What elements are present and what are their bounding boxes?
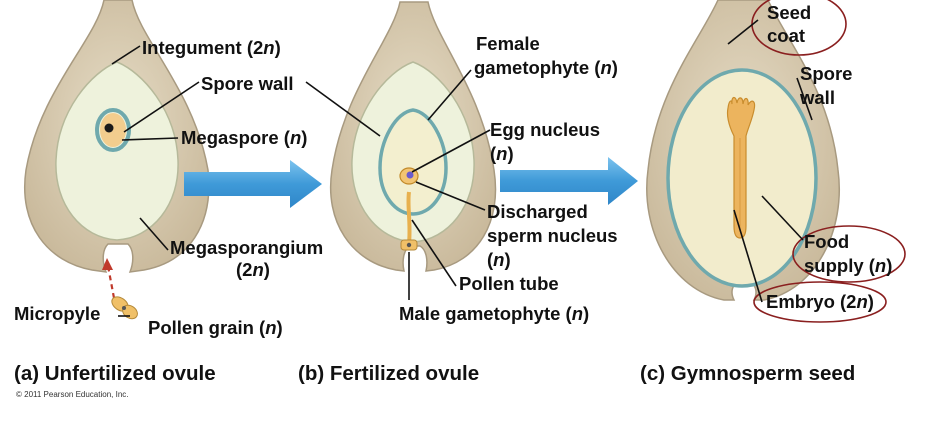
process-arrow-2 bbox=[500, 157, 638, 205]
label-integument: Integument (2n) bbox=[142, 37, 281, 58]
label-megasporangium-line2: (2n) bbox=[236, 259, 270, 280]
label-pollen-grain: Pollen grain (n) bbox=[148, 317, 283, 338]
panel-b-fertilized-ovule bbox=[330, 1, 497, 272]
panel-a-unfertilized-ovule bbox=[24, 0, 210, 320]
spore-wall-a bbox=[95, 108, 131, 152]
label-seed-line1: Seed bbox=[767, 2, 811, 23]
label-male-gametophyte: Male gametophyte (n) bbox=[399, 303, 589, 324]
label-female-line2: gametophyte (n) bbox=[474, 57, 618, 78]
process-arrow-1 bbox=[184, 160, 322, 208]
panel-c-gymnosperm-seed bbox=[646, 0, 840, 301]
egg-nucleus-dot-b bbox=[406, 171, 414, 179]
label-megaspore: Megaspore (n) bbox=[181, 127, 307, 148]
caption-panel-a: (a) Unfertilized ovule bbox=[14, 362, 216, 385]
pollen-grain-a bbox=[111, 296, 138, 320]
caption-panel-b: (b) Fertilized ovule bbox=[298, 362, 479, 385]
highlight-ring-embryo bbox=[753, 281, 887, 323]
megaspore-nucleus-a bbox=[104, 123, 114, 133]
label-spore-wall-a: Spore wall bbox=[201, 73, 294, 94]
label-food-line1: Food bbox=[804, 231, 849, 252]
label-egg-line1: Egg nucleus bbox=[490, 119, 600, 140]
male-gametophyte-b bbox=[400, 239, 418, 251]
label-spore-line2: wall bbox=[799, 87, 835, 108]
label-pollen-tube: Pollen tube bbox=[459, 273, 559, 294]
label-spore-line1: Spore bbox=[800, 63, 852, 84]
label-micropyle: Micropyle bbox=[14, 303, 100, 324]
label-discharged-line3: (n) bbox=[487, 249, 511, 270]
caption-panel-c: (c) Gymnosperm seed bbox=[640, 362, 855, 385]
copyright-notice: © 2011 Pearson Education, Inc. bbox=[16, 390, 128, 399]
label-discharged-line1: Discharged bbox=[487, 201, 588, 222]
label-female-line1: Female bbox=[476, 33, 540, 54]
highlight-ring-food-supply bbox=[792, 225, 906, 283]
pollen-tube-b bbox=[406, 191, 412, 245]
leader-lines bbox=[111, 19, 813, 317]
label-food-line2: supply (n) bbox=[804, 255, 892, 276]
label-egg-line2: (n) bbox=[490, 143, 514, 164]
label-seed-line2: coat bbox=[767, 25, 805, 46]
label-embryo: Embryo (2n) bbox=[766, 291, 874, 312]
pollen-path-dashed bbox=[106, 265, 116, 299]
label-megasporangium-line1: Megasporangium bbox=[170, 237, 323, 258]
pollen-path-arrowhead bbox=[102, 258, 113, 270]
embryo-c bbox=[726, 96, 756, 239]
label-discharged-line2: sperm nucleus bbox=[487, 225, 618, 246]
